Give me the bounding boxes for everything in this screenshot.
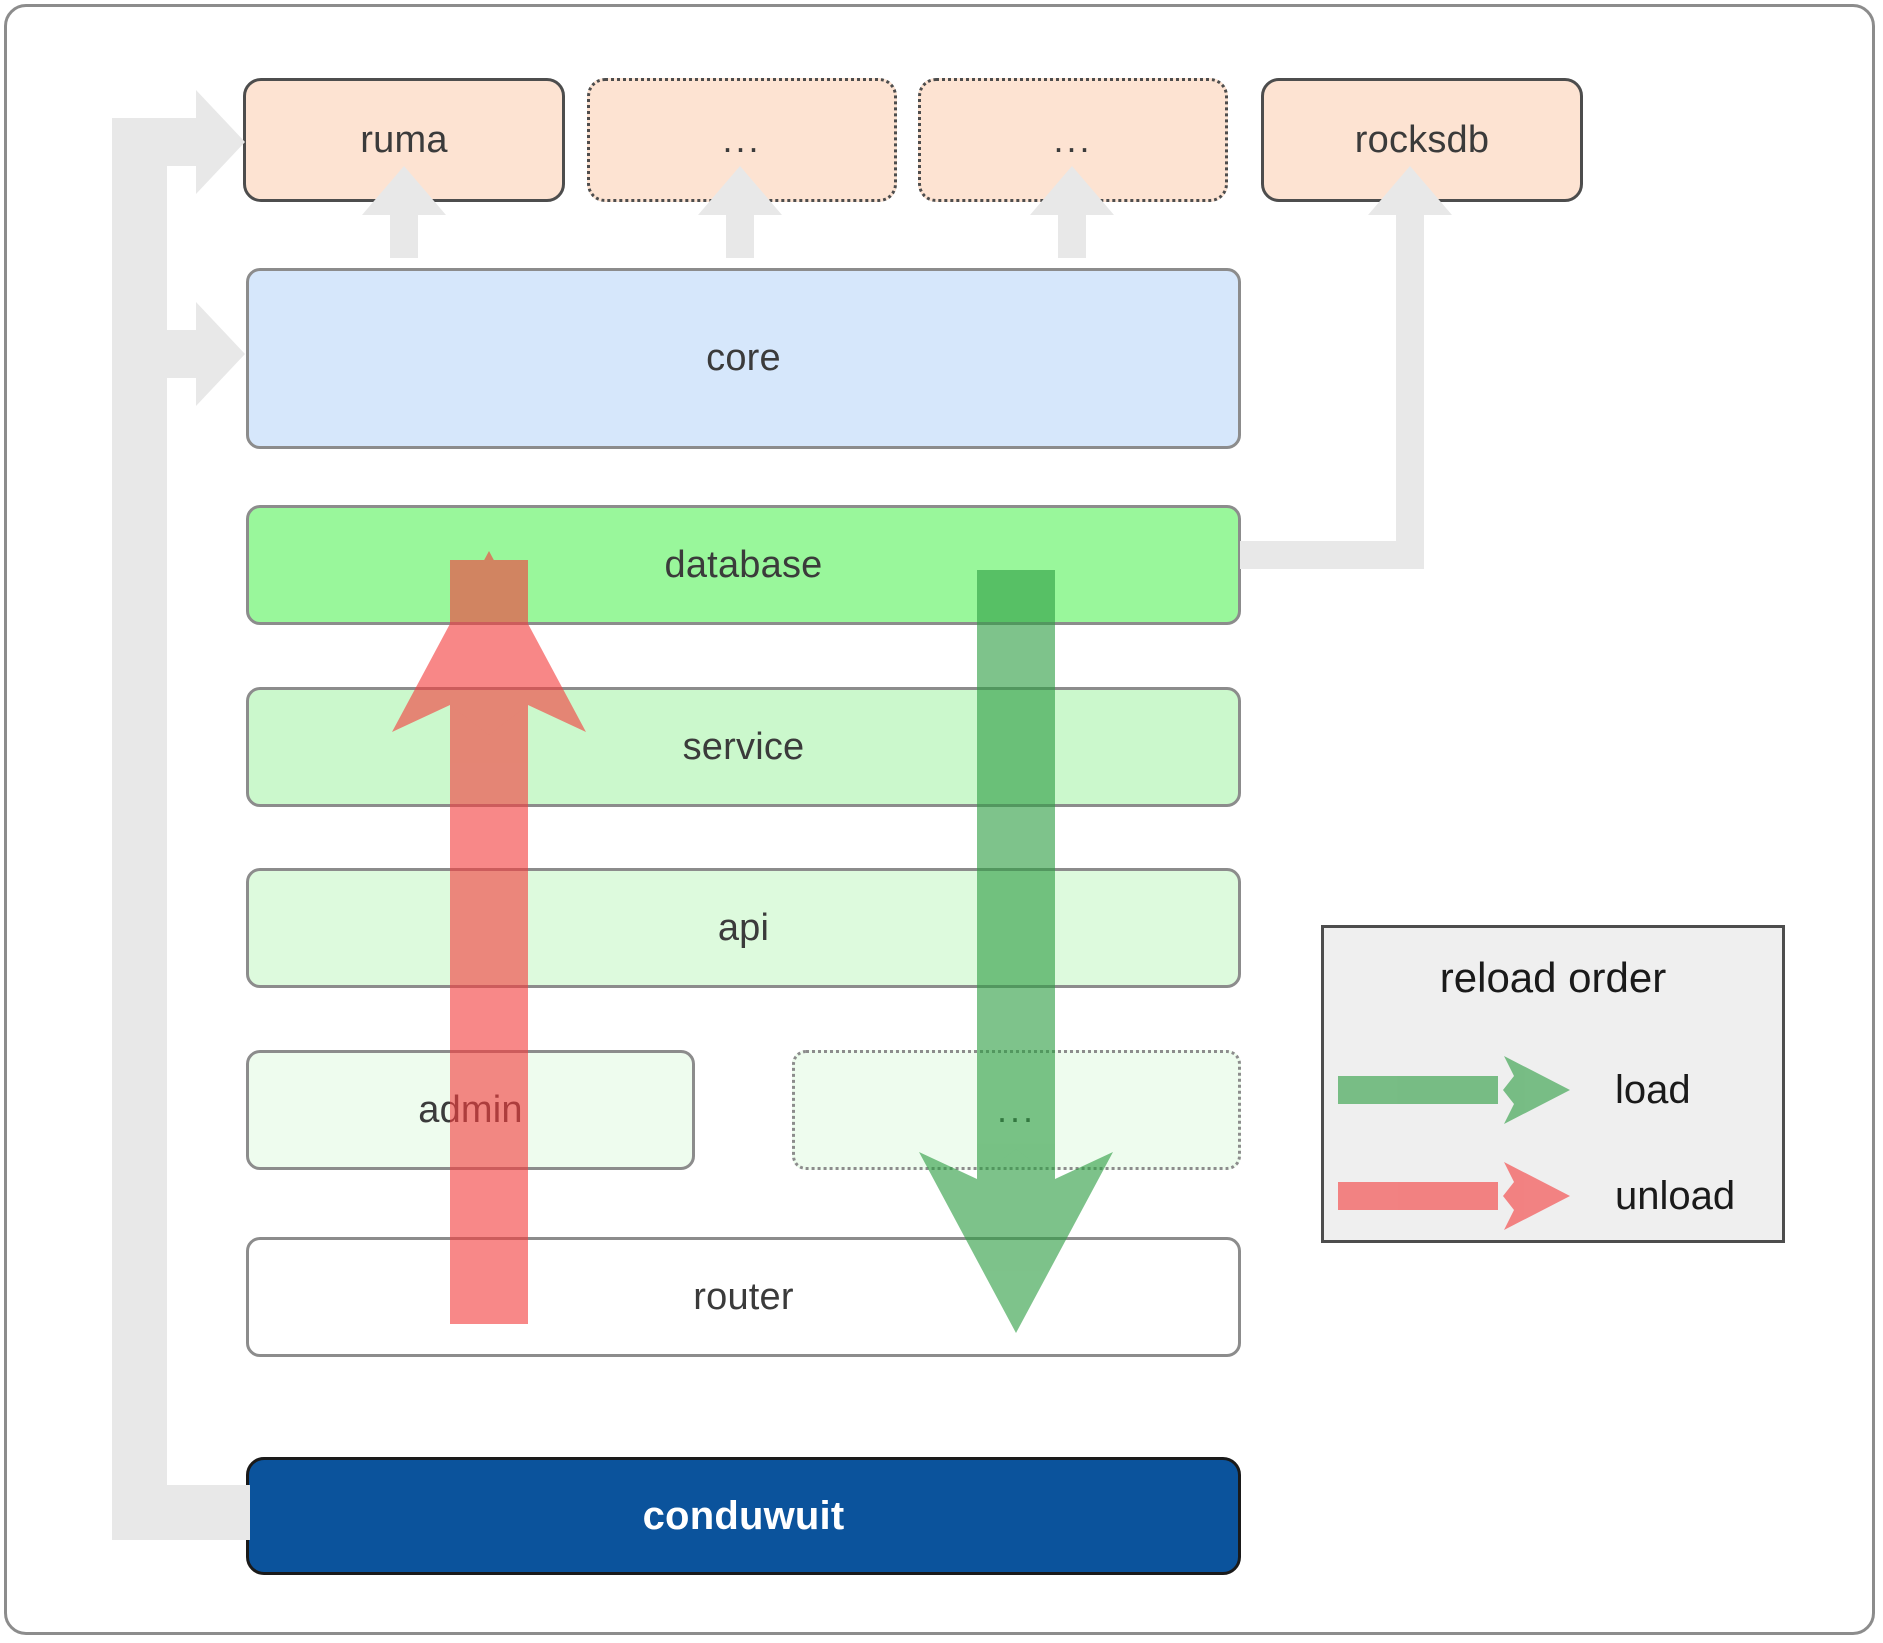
application-box-conduwuit[interactable]: conduwuit xyxy=(246,1457,1241,1575)
dependency-box-dep-3[interactable]: ... xyxy=(918,78,1228,202)
dependency-label-ruma: ruma xyxy=(360,118,448,161)
diagram-frame xyxy=(4,4,1875,1635)
layer-box-service[interactable]: service xyxy=(246,687,1241,807)
layer-label-core: core xyxy=(706,337,781,379)
layer-label-api: api xyxy=(717,906,770,949)
legend-title: reload order xyxy=(1439,954,1667,1001)
layer-box-core[interactable]: core xyxy=(246,268,1241,449)
layer-label-admin: admin xyxy=(418,1088,523,1131)
dependency-label-rocksdb: rocksdb xyxy=(1354,118,1490,161)
layer-box-api[interactable]: api xyxy=(246,868,1241,988)
legend-label-load: load xyxy=(1615,1067,1691,1112)
layer-box-extra[interactable]: ... xyxy=(792,1050,1241,1170)
layer-label-extra: ... xyxy=(996,1089,1036,1130)
legend-label-unload: unload xyxy=(1615,1173,1736,1218)
layer-box-database[interactable]: database xyxy=(246,505,1241,625)
dependency-label-dep-3: ... xyxy=(1053,119,1093,160)
legend-panel: reload order load xyxy=(1321,925,1785,1243)
layer-label-router: router xyxy=(693,1275,794,1318)
dependency-box-rocksdb[interactable]: rocksdb xyxy=(1261,78,1583,202)
dependency-box-ruma[interactable]: ruma xyxy=(243,78,565,202)
layer-label-service: service xyxy=(682,725,805,768)
dependency-label-dep-2: ... xyxy=(722,119,762,160)
layer-box-router[interactable]: router xyxy=(246,1237,1241,1357)
legend-row-load: load xyxy=(1324,1050,1782,1130)
application-label-conduwuit: conduwuit xyxy=(642,1493,845,1538)
layer-box-admin[interactable]: admin xyxy=(246,1050,695,1170)
layer-label-database: database xyxy=(664,543,823,586)
legend-row-unload: unload xyxy=(1324,1156,1782,1236)
unload-arrow-icon xyxy=(1338,1156,1583,1236)
load-arrow-icon xyxy=(1338,1050,1583,1130)
dependency-box-dep-2[interactable]: ... xyxy=(587,78,897,202)
